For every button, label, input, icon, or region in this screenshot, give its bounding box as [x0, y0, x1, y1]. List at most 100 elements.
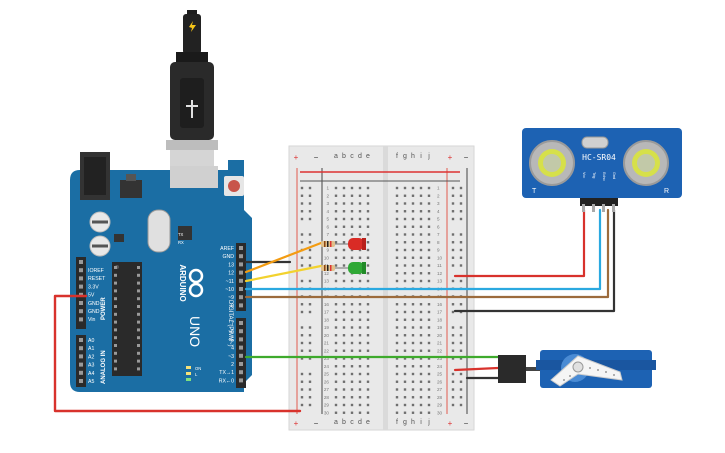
- breadboard-hole: [427, 256, 431, 259]
- rail-hole: [459, 202, 463, 205]
- breadboard-hole: [366, 225, 370, 228]
- sensor-pin-label: Echo: [602, 172, 606, 181]
- breadboard-row-number: 30: [437, 410, 443, 415]
- power-pin-label: IOREF: [88, 268, 104, 274]
- breadboard-row-number: 23: [324, 356, 330, 361]
- breadboard-hole: [366, 334, 370, 337]
- chip-pin: [137, 312, 140, 316]
- led-red: [348, 238, 364, 250]
- chip-pin: [114, 344, 117, 347]
- digital-pin-label: ~11: [226, 279, 235, 285]
- breadboard-hole: [427, 411, 431, 414]
- breadboard-hole: [342, 279, 346, 283]
- breadboard-hole: [358, 202, 362, 205]
- breadboard-hole: [350, 279, 354, 283]
- breadboard-hole: [395, 256, 399, 259]
- rail-hole: [451, 217, 455, 221]
- breadboard-hole: [342, 403, 346, 407]
- breadboard-hole: [419, 210, 423, 213]
- rail-hole: [300, 210, 304, 213]
- breadboard-column-label: f: [396, 153, 398, 160]
- breadboard-row-number: 10: [324, 255, 330, 260]
- breadboard-hole: [403, 341, 407, 345]
- breadboard-hole: [342, 272, 346, 275]
- rail-hole: [459, 326, 463, 329]
- breadboard-hole: [334, 365, 338, 368]
- rail-hole: [459, 341, 463, 345]
- breadboard-hole: [358, 334, 362, 337]
- breadboard-row-number: 20: [437, 333, 443, 338]
- breadboard-hole: [427, 341, 431, 345]
- breadboard-column-label: h: [411, 153, 415, 160]
- breadboard-hole: [403, 241, 407, 244]
- breadboard-hole: [334, 256, 338, 259]
- breadboard-hole: [366, 326, 370, 329]
- breadboard-row-number: 13: [437, 279, 443, 284]
- rail-hole: [451, 186, 455, 190]
- breadboard-hole: [395, 194, 399, 197]
- breadboard-row-number: 26: [437, 379, 443, 384]
- rail-hole: [300, 264, 304, 267]
- breadboard-hole: [366, 318, 370, 321]
- breadboard-hole: [366, 264, 370, 267]
- breadboard-hole: [427, 349, 431, 352]
- breadboard-hole: [366, 272, 370, 275]
- rail-hole: [451, 326, 455, 329]
- breadboard-row-number: 16: [324, 302, 330, 307]
- breadboard-row-number: 7: [437, 232, 440, 237]
- header-pin: [79, 354, 83, 359]
- digital-pin-label: 7: [231, 321, 234, 327]
- breadboard-hole: [427, 310, 431, 314]
- rail-hole: [451, 202, 455, 205]
- breadboard-hole: [411, 310, 415, 314]
- rail-hole: [451, 233, 455, 236]
- breadboard-hole: [411, 372, 415, 376]
- breadboard-hole: [358, 349, 362, 352]
- breadboard-column-label: f: [396, 419, 398, 426]
- breadboard-hole: [411, 279, 415, 283]
- svg-text:R: R: [664, 188, 669, 195]
- breadboard-hole: [419, 202, 423, 205]
- rail-hole: [308, 194, 312, 197]
- rail-hole: [308, 341, 312, 345]
- breadboard-hole: [342, 303, 346, 306]
- breadboard-row-number: 6: [326, 224, 329, 229]
- breadboard-hole: [427, 186, 431, 190]
- chip-pin: [114, 367, 117, 371]
- breadboard-hole: [350, 210, 354, 213]
- breadboard-hole: [350, 326, 354, 329]
- breadboard-hole: [334, 310, 338, 314]
- breadboard-hole: [419, 349, 423, 352]
- svg-text:+: +: [448, 153, 453, 162]
- breadboard-hole: [427, 202, 431, 205]
- breadboard-row-number: 8: [437, 240, 440, 245]
- breadboard-hole: [395, 264, 399, 267]
- breadboard-hole: [358, 318, 362, 321]
- header-pin: [239, 378, 243, 383]
- breadboard-hole: [395, 279, 399, 283]
- breadboard-hole: [411, 210, 415, 213]
- chip-pin: [114, 328, 117, 332]
- rail-hole: [451, 403, 455, 407]
- analog-pin-label: A1: [88, 346, 94, 352]
- breadboard-hole: [419, 279, 423, 283]
- breadboard-hole: [358, 186, 362, 190]
- breadboard-hole: [395, 248, 399, 252]
- breadboard-hole: [350, 303, 354, 306]
- header-pin: [79, 276, 83, 281]
- breadboard-hole: [427, 272, 431, 275]
- rail-hole: [459, 388, 463, 391]
- breadboard-hole: [350, 341, 354, 345]
- breadboard-hole: [342, 186, 346, 190]
- breadboard-hole: [427, 217, 431, 221]
- breadboard-hole: [427, 318, 431, 321]
- rail-hole: [451, 310, 455, 314]
- digital-pin-label: AREF: [220, 246, 234, 252]
- rail-hole: [459, 380, 463, 383]
- breadboard-hole: [350, 411, 354, 414]
- breadboard-hole: [334, 279, 338, 283]
- breadboard-hole: [411, 264, 415, 267]
- header-pin: [79, 317, 83, 322]
- breadboard-hole: [350, 256, 354, 259]
- arduino-logo: ARDUINO UNO: [178, 264, 204, 347]
